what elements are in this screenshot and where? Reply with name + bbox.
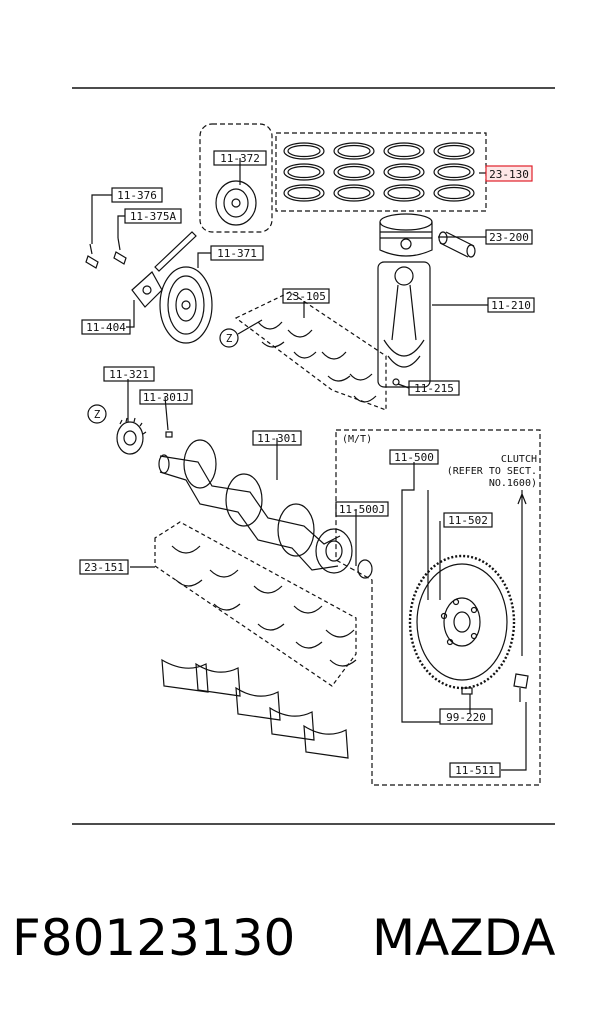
- mt-group-box: [335, 429, 541, 786]
- ref-marker-left-label: Z: [94, 408, 101, 421]
- clutch-note-line-2: (REFER TO SECT.: [447, 466, 537, 477]
- pulley-group-box: [199, 123, 273, 233]
- callout-23-105: 23-105: [286, 290, 326, 303]
- ref-marker-top: [219, 328, 239, 348]
- callout-11-500: 11-500: [394, 451, 434, 464]
- callout-11-502: 11-502: [448, 514, 488, 527]
- pulley-key: [154, 231, 197, 272]
- ring-column-4: [433, 142, 475, 202]
- dowel-pin: [461, 687, 473, 695]
- callout-11-321: 11-321: [109, 368, 149, 381]
- lower-main-bearings: [154, 521, 357, 687]
- callout-23-130-frame: [485, 165, 533, 182]
- leader-lines: [91, 158, 527, 771]
- crankshaft: [158, 439, 353, 574]
- ring-column-1: [283, 142, 325, 202]
- pulley-plate: [131, 271, 163, 308]
- piston: [379, 213, 433, 257]
- callout-99-220: 99-220: [446, 711, 486, 724]
- ring-column-2: [333, 142, 375, 202]
- pulley-bolt-11-375a: [113, 237, 127, 265]
- clutch-note-line-3: NO.1600): [489, 478, 537, 489]
- callout-11-500j: 11-500J: [339, 503, 385, 516]
- callout-11-371: 11-371: [217, 247, 257, 260]
- flywheel-bolt: [513, 673, 529, 702]
- callout-11-375a: 11-375A: [130, 210, 177, 223]
- callout-11-301: 11-301: [257, 432, 297, 445]
- callout-11-376: 11-376: [117, 189, 157, 202]
- callout-23-200: 23-200: [489, 231, 529, 244]
- timing-gear: [116, 417, 147, 455]
- piston-ring-group-box: [275, 132, 487, 212]
- callout-11-210: 11-210: [491, 299, 531, 312]
- callout-11-404: 11-404: [86, 321, 126, 334]
- pulley-bolt-11-376: [85, 243, 99, 269]
- clutch-reference-arrow: [517, 490, 527, 656]
- callout-11-511: 11-511: [455, 764, 495, 777]
- callout-labels: 11-372 23-130 11-376 11-375A 11-371 23-2…: [84, 152, 537, 777]
- oil-seal: [357, 559, 373, 579]
- callout-23-130: 23-130: [489, 168, 529, 181]
- piston-ring-set: [283, 142, 475, 202]
- mt-variant-label: (M/T): [342, 434, 372, 445]
- crank-pulley: [159, 266, 213, 344]
- ref-marker-left: [87, 404, 107, 424]
- clutch-note-line-1: CLUTCH: [501, 454, 537, 465]
- pulley-hub: [215, 180, 257, 226]
- ring-column-3: [383, 142, 425, 202]
- brand-name: MAZDA: [372, 909, 556, 967]
- upper-main-bearings: [234, 291, 387, 411]
- callout-11-301j: 11-301J: [143, 391, 189, 404]
- callout-11-372: 11-372: [220, 152, 260, 165]
- callout-23-151: 23-151: [84, 561, 124, 574]
- main-bearing-caps: [161, 658, 349, 759]
- crankshaft-key: [165, 431, 173, 438]
- part-number: F80123130: [12, 909, 296, 967]
- part-caption: F80123130 MAZDA: [0, 898, 600, 978]
- callout-11-215: 11-215: [414, 382, 454, 395]
- piston-pin: [438, 231, 476, 258]
- connecting-rod: [377, 261, 431, 388]
- callout-frames: [79, 150, 535, 778]
- ref-marker-top-label: Z: [226, 332, 233, 345]
- flywheel: [408, 554, 516, 690]
